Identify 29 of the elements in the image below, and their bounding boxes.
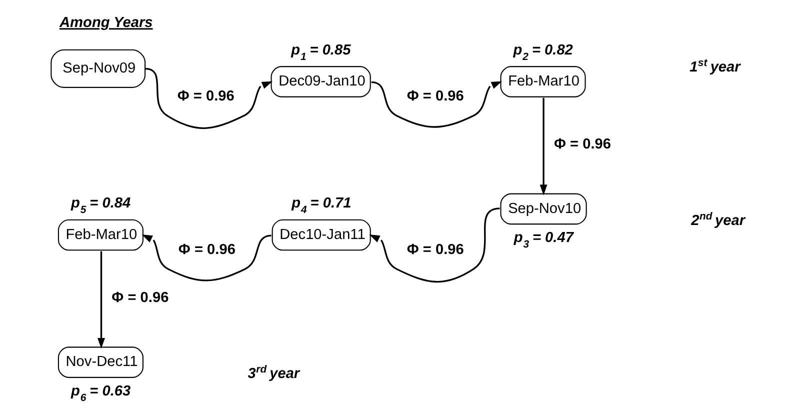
edge-label: Φ = 0.96 bbox=[406, 88, 464, 105]
arrow bbox=[141, 234, 271, 282]
edge-label: Φ = 0.96 bbox=[178, 242, 235, 258]
node-label: p$_{4}$ = 0.71 bbox=[291, 196, 351, 216]
edge-label: Φ = 0.96 bbox=[111, 290, 168, 306]
node-box: Feb-Mar10 bbox=[57, 219, 143, 251]
node-label: p$_{2}$ = 0.82 bbox=[512, 42, 572, 63]
arrow bbox=[539, 98, 547, 196]
node-box: Sep-Nov09 bbox=[50, 49, 146, 88]
edge-label: Φ = 0.96 bbox=[406, 242, 464, 258]
label: 2$^{nd}$ year bbox=[690, 211, 745, 229]
edge-label: Φ = 0.96 bbox=[553, 136, 610, 153]
node-box: Dec10-Jan11 bbox=[271, 219, 370, 251]
node-label: p$_{5}$ = 0.84 bbox=[70, 196, 130, 216]
node-box: Nov-Dec11 bbox=[57, 346, 143, 378]
label: 3$^{rd}$ year bbox=[247, 364, 300, 382]
node-label: p$_{1}$ = 0.85 bbox=[290, 42, 350, 63]
node-label: p$_{6}$ = 0.63 bbox=[70, 383, 130, 404]
node-box: Sep-Nov10 bbox=[500, 193, 586, 225]
arrow bbox=[370, 81, 502, 128]
label: 1$^{st}$ year bbox=[689, 58, 740, 76]
node-label: p$_{3}$ = 0.47 bbox=[513, 230, 573, 251]
edge-label: Φ = 0.96 bbox=[176, 88, 234, 105]
node-box: Feb-Mar10 bbox=[500, 66, 586, 98]
node-box: Dec09-Jan10 bbox=[270, 66, 370, 98]
arrow bbox=[144, 68, 272, 129]
diagram-title: Among Years bbox=[59, 15, 152, 32]
arrow bbox=[97, 251, 104, 349]
arrow bbox=[368, 208, 500, 283]
